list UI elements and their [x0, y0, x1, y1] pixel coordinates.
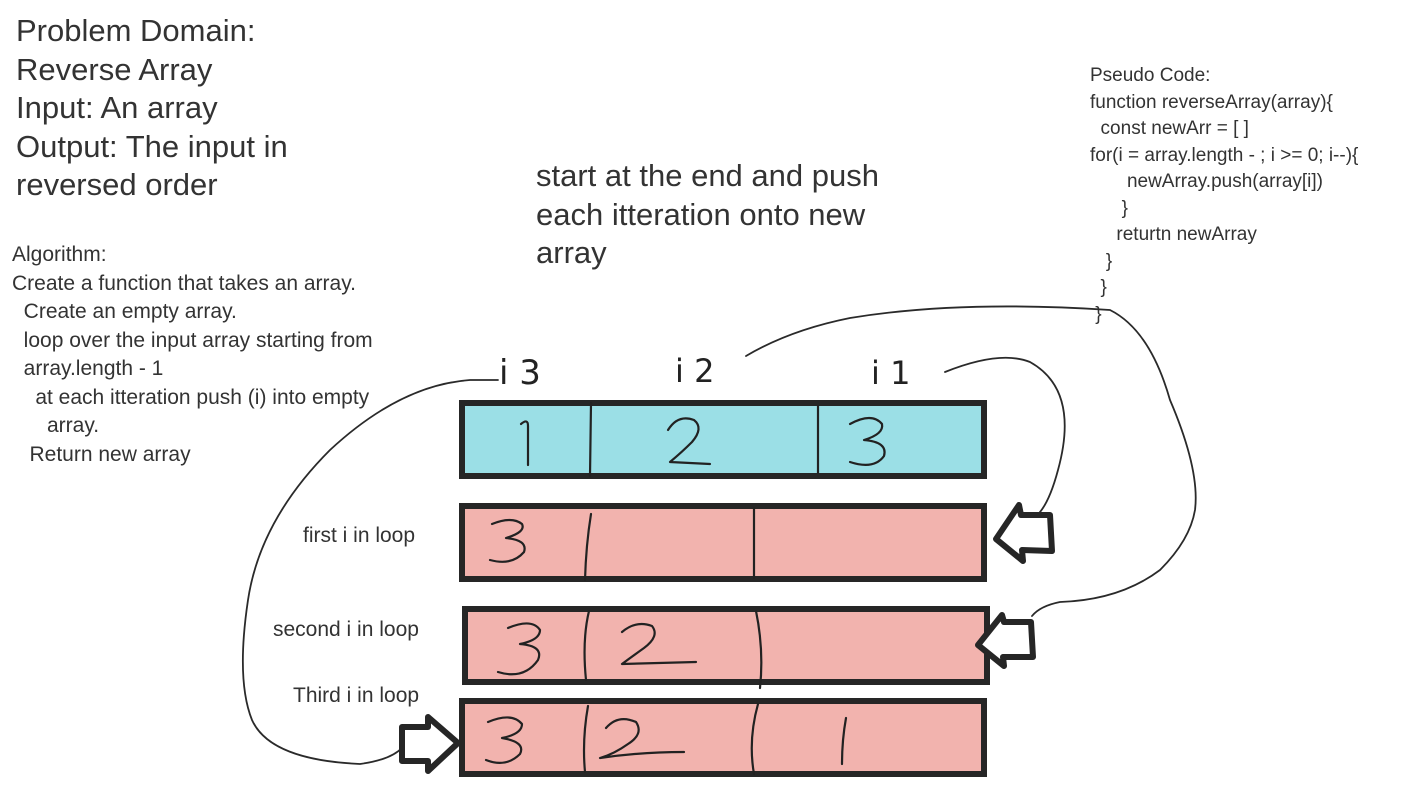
- row-label-first: first i in loop: [303, 524, 416, 547]
- index-label-i3: i 3: [499, 353, 541, 393]
- result-cell-divider: [583, 609, 591, 682]
- result-cell-divider: [750, 702, 760, 776]
- pseudo-code-line: function reverseArray(array){: [1090, 91, 1333, 113]
- result-digit-2: [598, 717, 686, 760]
- result-array-box: [459, 698, 987, 777]
- pseudo-code-line: }: [1090, 277, 1107, 298]
- problem-domain-heading: Problem Domain:: [16, 13, 256, 48]
- pseudo-code-line: }: [1090, 250, 1113, 272]
- pseudo-code-line: newArray.push(array[i]): [1090, 171, 1323, 192]
- connector-i2-to-second: [745, 305, 1197, 617]
- result-cell-divider: [754, 609, 763, 690]
- pseudo-code-line: }: [1090, 303, 1102, 325]
- algorithm-step: Create a function that takes an array.: [12, 271, 356, 295]
- input-digit-1: [519, 420, 530, 467]
- row-label-third: Third i in loop: [293, 684, 420, 707]
- result-digit-1: [840, 716, 848, 766]
- result-row-second: 3 2: [462, 606, 990, 690]
- problem-input: Input: An array: [16, 90, 218, 125]
- algorithm-step: Create an empty array.: [12, 300, 237, 323]
- result-digit-3: [496, 622, 542, 676]
- input-digit-3: [848, 416, 886, 467]
- result-cell-divider: [582, 704, 590, 774]
- result-cell-divider: [583, 512, 593, 582]
- problem-output-line-1: Output: The input in: [16, 128, 288, 164]
- result-digit-2: [620, 622, 698, 666]
- index-label-i1: i 1: [871, 354, 910, 392]
- result-digit-3: [484, 716, 524, 765]
- pseudo-code-line: }: [1090, 197, 1129, 219]
- arrow-right-icon: [399, 714, 461, 774]
- result-digit-3: [488, 518, 526, 563]
- algorithm-step: array.length - 1: [12, 357, 164, 380]
- approach-note-line: start at the end and push: [536, 158, 879, 193]
- result-row-third: 3 2 1: [459, 698, 987, 777]
- pseudo-code-line: returtn newArray: [1090, 224, 1257, 245]
- input-cell-divider: [588, 401, 593, 478]
- result-row-first: 3: [459, 503, 987, 582]
- arrow-left-icon: [975, 612, 1036, 669]
- connector-i3-to-third: [241, 379, 499, 765]
- connector-i1-to-first: [944, 356, 1066, 513]
- algorithm-step: array.: [12, 414, 100, 437]
- approach-note: start at the end and push each itteratio…: [536, 157, 879, 273]
- approach-note-line: each itteration onto new: [536, 196, 866, 232]
- algorithm-step: at each itteration push (i) into empty: [12, 385, 370, 409]
- approach-note-line: array: [536, 235, 607, 270]
- algorithm-block: Algorithm: Create a function that takes …: [12, 241, 373, 469]
- pseudo-code-heading: Pseudo Code:: [1090, 65, 1211, 86]
- input-array-box: [459, 400, 987, 479]
- arrow-left-icon: [993, 502, 1055, 564]
- index-label-i2: i 2: [675, 352, 714, 390]
- algorithm-step: Return new array: [12, 442, 191, 466]
- input-array: 1 2 3: [459, 400, 987, 479]
- problem-output-line-2: reversed order: [16, 167, 218, 202]
- result-array-box: [459, 503, 987, 582]
- pseudo-code-line: const newArr = [ ]: [1090, 118, 1249, 139]
- algorithm-step: loop over the input array starting from: [12, 328, 373, 352]
- row-label-second: second i in loop: [273, 618, 419, 641]
- problem-domain-block: Problem Domain: Reverse Array Input: An …: [16, 12, 288, 205]
- algorithm-heading: Algorithm:: [12, 243, 107, 266]
- pseudo-code-block: Pseudo Code: function reverseArray(array…: [1090, 63, 1358, 328]
- problem-title: Reverse Array: [16, 51, 213, 87]
- input-digit-2: [666, 417, 712, 466]
- pseudo-code-line: for(i = array.length - ; i >= 0; i--){: [1090, 144, 1359, 166]
- result-array-box: [462, 606, 990, 685]
